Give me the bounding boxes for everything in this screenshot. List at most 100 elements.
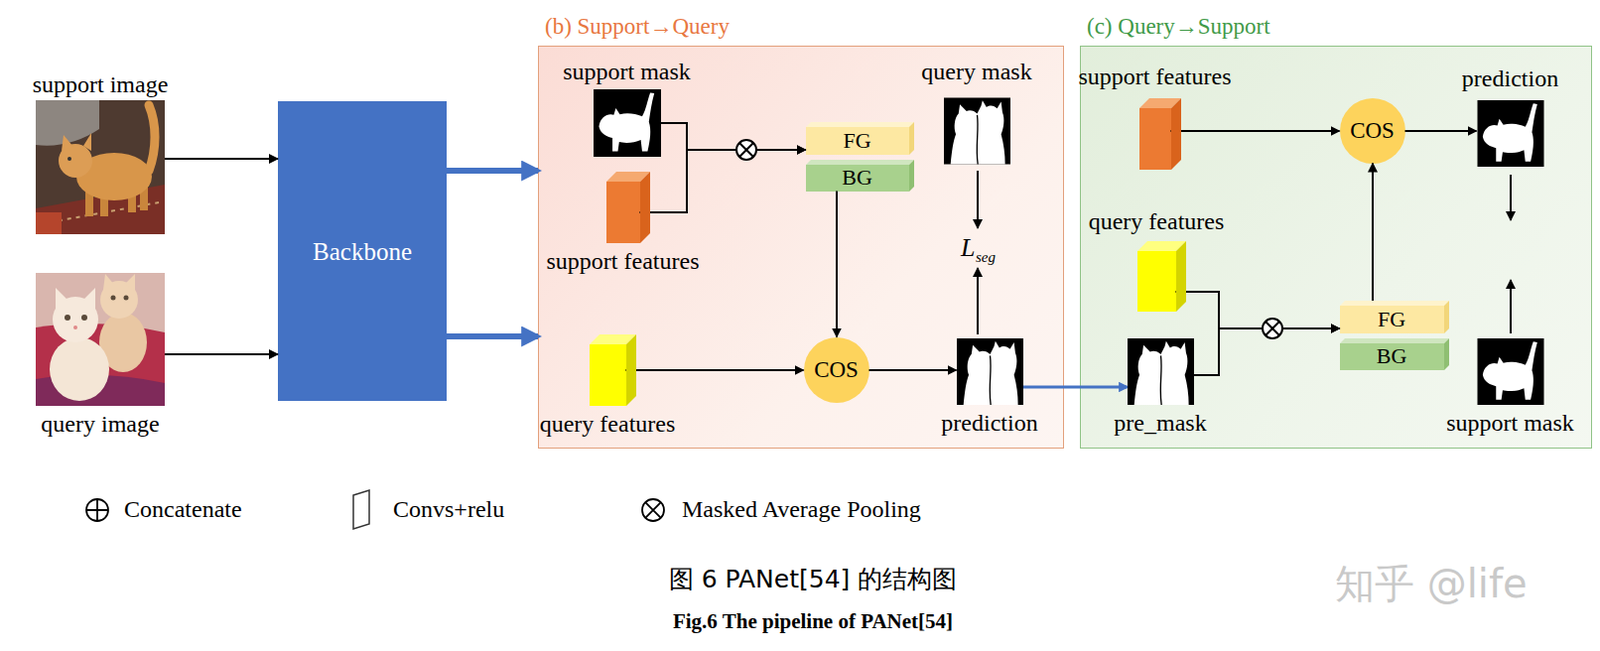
legend-icon bbox=[353, 490, 370, 530]
bar-face bbox=[1339, 338, 1450, 344]
prototype-bar: BG bbox=[805, 164, 910, 192]
query-photo bbox=[35, 272, 165, 406]
query-support-panel: (c) Query→Supportsupport featuresCOSpred… bbox=[1079, 45, 1593, 449]
part-label: support features bbox=[546, 249, 700, 273]
flow-arrow bbox=[1371, 163, 1374, 306]
loss-subscript: seg bbox=[975, 250, 996, 266]
feature-flow-arrow bbox=[1023, 386, 1128, 390]
query-photo bbox=[81, 314, 88, 321]
feature-cube: support features bbox=[606, 181, 641, 244]
query-photo bbox=[99, 312, 147, 373]
bar-face bbox=[1339, 300, 1450, 306]
flow-arrow bbox=[164, 353, 278, 356]
support-photo bbox=[76, 152, 152, 201]
query-photo bbox=[73, 325, 78, 330]
feature-cube: support features bbox=[1139, 108, 1172, 170]
query-photo bbox=[124, 295, 130, 301]
support-query-panel: (b) Support→Querysupport masksupport fea… bbox=[537, 45, 1065, 449]
box-label: FG bbox=[842, 130, 871, 152]
legend-icon bbox=[86, 490, 665, 530]
watermark: 知乎 @life bbox=[1334, 563, 1528, 604]
part-label: pre_mask bbox=[1113, 410, 1206, 435]
feature-flow-arrow bbox=[446, 333, 538, 340]
mask-image bbox=[956, 338, 1024, 405]
query-photo bbox=[35, 375, 165, 406]
cube-face bbox=[1176, 241, 1187, 312]
mask-image: prediction bbox=[956, 338, 1024, 405]
query-photo bbox=[49, 337, 110, 401]
part-label: support image bbox=[32, 72, 169, 97]
bar-face bbox=[1444, 338, 1450, 371]
mask-image: pre_mask bbox=[1127, 338, 1195, 405]
prototype-bar: BG bbox=[1339, 343, 1445, 371]
query-photo bbox=[64, 314, 71, 321]
flow-arrow bbox=[640, 149, 806, 213]
pooling-symbol bbox=[739, 142, 754, 157]
part-label: prediction bbox=[940, 410, 1038, 435]
mask-image bbox=[593, 89, 662, 157]
mask-image: support mask bbox=[593, 89, 662, 157]
support-photo bbox=[35, 100, 165, 235]
pooling-symbol bbox=[1265, 321, 1280, 336]
part-label: support mask bbox=[1446, 410, 1575, 435]
part-label: support mask bbox=[562, 59, 691, 84]
part-label: query features bbox=[1088, 209, 1225, 234]
pooling-symbol bbox=[736, 139, 757, 160]
loss-arrow bbox=[1509, 279, 1512, 334]
query-photo bbox=[52, 296, 99, 343]
support-image: support image bbox=[35, 100, 165, 235]
panel-title: (c) Query→Support bbox=[1086, 14, 1271, 38]
query-photo bbox=[35, 272, 165, 406]
cube-face bbox=[589, 334, 637, 345]
mask-image bbox=[1477, 338, 1545, 405]
legend-icon bbox=[645, 502, 662, 519]
loss-arrow bbox=[1509, 174, 1512, 221]
support-photo bbox=[139, 186, 148, 211]
flow-arrow bbox=[1405, 130, 1477, 133]
pooling-symbol bbox=[1262, 318, 1283, 339]
mask-image bbox=[593, 89, 1545, 405]
query-photo bbox=[100, 280, 138, 319]
pooling-symbol bbox=[736, 139, 1283, 339]
feature-flow-arrow bbox=[446, 167, 538, 174]
mask-image: prediction bbox=[1476, 100, 1545, 167]
prototype-bar: FG bbox=[805, 127, 910, 155]
prototype-bar: FG bbox=[1339, 305, 1445, 334]
cube-face bbox=[626, 334, 637, 406]
legend-icon bbox=[642, 499, 665, 522]
box-label: COS bbox=[813, 358, 859, 382]
legend-icon bbox=[86, 499, 109, 522]
cube-face bbox=[589, 98, 1187, 406]
cosine-circle: COS bbox=[1339, 98, 1406, 164]
query-image: query image bbox=[35, 272, 165, 406]
support-photo bbox=[35, 184, 165, 235]
panel-title: (b) Support→Query bbox=[544, 14, 730, 38]
flow-arrow bbox=[1171, 130, 1340, 133]
mask-image bbox=[943, 98, 1011, 165]
cube-face bbox=[606, 171, 651, 182]
box-label: FG bbox=[1377, 308, 1406, 331]
legend-text: Masked Average Pooling bbox=[681, 497, 922, 522]
bar-face bbox=[805, 122, 915, 128]
loss-arrow bbox=[976, 170, 979, 229]
mask-image bbox=[1477, 100, 1545, 167]
flow-arrow bbox=[869, 369, 957, 372]
flow-arrow bbox=[1176, 291, 1340, 329]
support-photo bbox=[61, 133, 92, 151]
flow-arrow bbox=[626, 369, 804, 372]
bar-face bbox=[909, 122, 915, 155]
legend-text: Convs+relu bbox=[393, 497, 505, 522]
query-photo bbox=[111, 295, 117, 301]
support-photo bbox=[100, 190, 109, 217]
backbone-block: Backbone bbox=[277, 101, 447, 401]
support-photo bbox=[35, 100, 100, 146]
support-photo bbox=[148, 105, 155, 171]
support-photo bbox=[58, 143, 93, 178]
box-label: BG bbox=[1376, 345, 1408, 368]
cube-face bbox=[1139, 98, 1182, 109]
cosine-circle: COS bbox=[803, 337, 870, 403]
loss-arrow bbox=[977, 170, 1511, 335]
bar-face bbox=[909, 159, 915, 192]
part-label: query mask bbox=[921, 59, 1032, 84]
